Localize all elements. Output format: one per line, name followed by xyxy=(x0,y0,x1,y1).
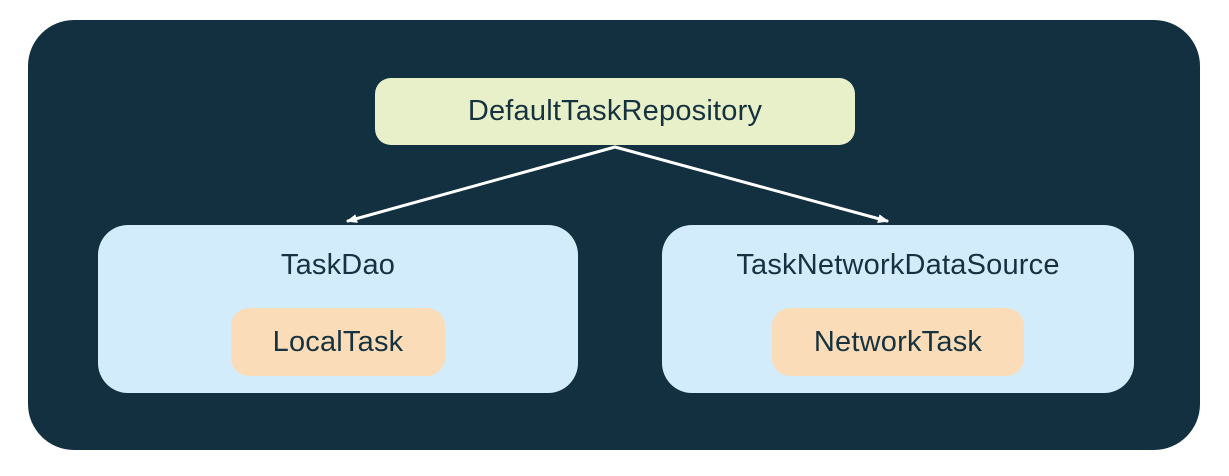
node-default-task-repository: DefaultTaskRepository xyxy=(375,78,855,145)
node-default-task-repository-label: DefaultTaskRepository xyxy=(467,95,763,127)
chip-network-task-label: NetworkTask xyxy=(813,325,983,358)
group-task-dao-label: TaskDao xyxy=(280,249,396,281)
group-task-network-data-source-label: TaskNetworkDataSource xyxy=(736,249,1060,281)
chip-local-task: LocalTask xyxy=(230,308,446,376)
chip-network-task: NetworkTask xyxy=(771,308,1025,376)
group-task-dao: TaskDao LocalTask xyxy=(98,225,578,393)
chip-local-task-label: LocalTask xyxy=(272,325,404,358)
group-task-network-data-source: TaskNetworkDataSource NetworkTask xyxy=(662,225,1134,393)
